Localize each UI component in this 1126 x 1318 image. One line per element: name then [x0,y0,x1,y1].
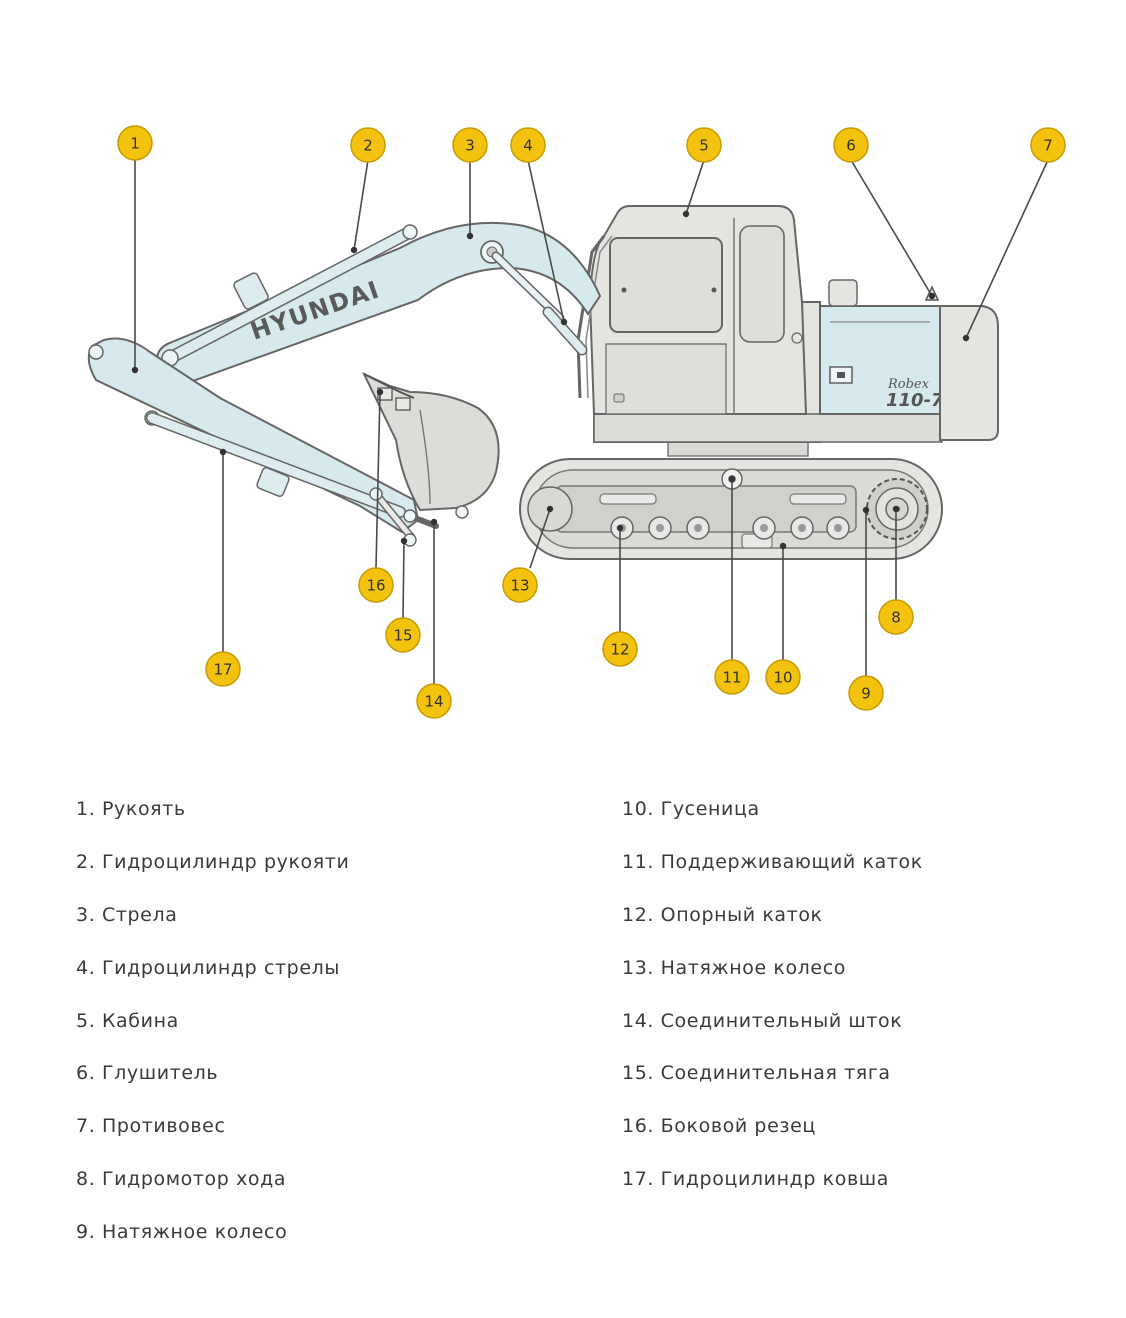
callout-14: 14 [416,683,452,719]
callout-number: 15 [393,627,412,645]
legend-item: 5. Кабина [76,1009,179,1032]
legend-item: 6. Глушитель [76,1062,219,1085]
callout-number: 3 [465,137,475,155]
legend-item: 7. Противовес [76,1115,226,1138]
legend-item: 9. Натяжное колесо [76,1221,288,1244]
callout-number: 4 [523,137,533,155]
callout-number: 7 [1043,137,1053,155]
bucket [361,371,500,519]
callout-4: 4 [510,127,546,163]
legend-right-column: 10. Гусеница 11. Поддерживающий каток 12… [622,798,923,1221]
callout-8: 8 [878,599,914,635]
callout-number: 2 [363,137,373,155]
engine-hood: Robex 110-7 [819,305,944,415]
leader-dots [131,210,970,550]
legend-item: 1. Рукоять [76,798,186,820]
callout-number: 13 [510,577,529,595]
excavator-diagram: Robex 110-7 HYUNDAI [87,125,1066,719]
callout-9: 9 [848,675,884,711]
callout-number: 8 [891,609,901,627]
counterweight [939,305,999,441]
callout-number: 5 [699,137,709,155]
callout-6: 6 [833,127,869,163]
legend-item: 2. Гидроцилиндр рукояти [76,850,350,873]
legend-left-column: 1. Рукоять 2. Гидроцилиндр рукояти 3. Ст… [76,798,349,1274]
callout-number: 10 [773,669,792,687]
callout-5: 5 [686,127,722,163]
callout-number: 12 [610,641,629,659]
bucket-linkage [369,487,439,547]
legend-item: 11. Поддерживающий каток [622,850,923,873]
air-cleaner [828,279,858,307]
legend-item: 14. Соединительный шток [622,1009,903,1032]
legend-item: 12. Опорный каток [622,903,823,926]
leader-lines [134,159,1049,684]
cabin [588,205,808,415]
callout-1: 1 [117,125,153,161]
track-rollers [610,516,850,540]
model-script: Robex [887,377,930,392]
callout-13: 13 [502,567,538,603]
callout-15: 15 [385,617,421,653]
callout-2: 2 [350,127,386,163]
boom-cylinder [491,251,588,356]
legend-item: 13. Натяжное колесо [622,956,846,979]
callout-10: 10 [765,659,801,695]
callout-number: 6 [846,137,856,155]
callout-number: 9 [861,685,871,703]
callout-number: 1 [130,135,140,153]
callout-number: 16 [366,577,385,595]
legend-item: 4. Гидроцилиндр стрелы [76,956,340,979]
legend-item: 8. Гидромотор хода [76,1168,287,1191]
callout-11: 11 [714,659,750,695]
callout-12: 12 [602,631,638,667]
legend-item: 16. Боковой резец [622,1115,816,1138]
callout-17: 17 [205,651,241,687]
callout-number: 11 [722,669,741,687]
legend-item: 10. Гусеница [622,798,760,820]
model-number: 110-7 [886,390,944,411]
callout-3: 3 [452,127,488,163]
callout-number: 17 [213,661,232,679]
legend-item: 3. Стрела [76,903,178,926]
callout-number: 14 [424,693,443,711]
bucket-cylinder [146,412,406,518]
legend-item: 15. Соединительная тяга [622,1062,891,1085]
callout-16: 16 [358,567,394,603]
callout-7: 7 [1030,127,1066,163]
legend-item: 17. Гидроцилиндр ковша [622,1168,889,1191]
